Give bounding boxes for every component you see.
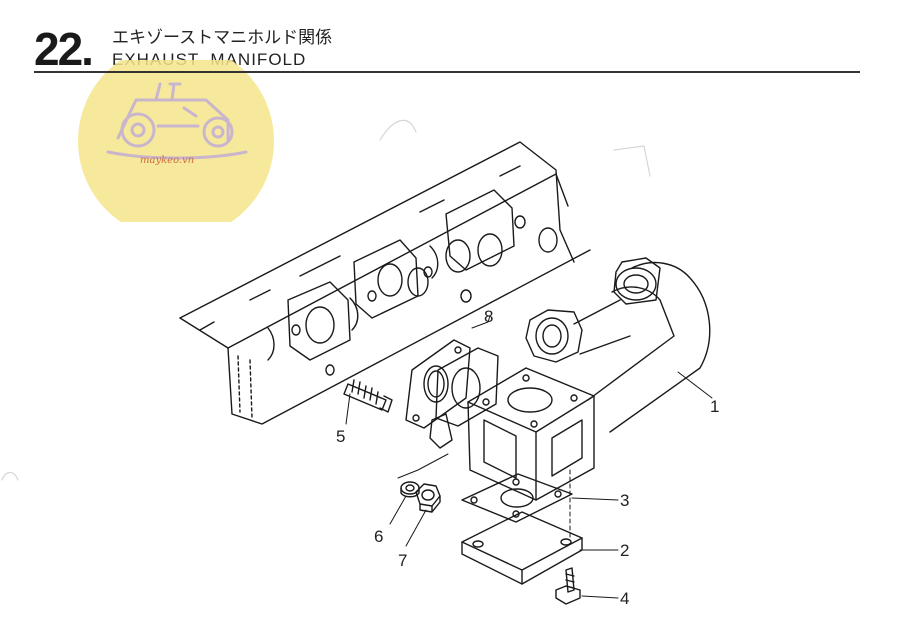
part-nut-7 (415, 483, 441, 513)
header-rule (34, 71, 860, 73)
callout-3[interactable]: 3 (620, 491, 630, 510)
callout-6[interactable]: 6 (374, 527, 384, 546)
part-flange-2 (461, 511, 583, 585)
part-washer-6 (400, 481, 420, 498)
part-stud-5 (343, 379, 393, 413)
cylinder-head-block (179, 141, 591, 425)
section-number: 22. (34, 23, 94, 75)
leader-lines (345, 315, 713, 599)
callout-1[interactable]: 1 (710, 397, 720, 416)
scan-artifacts (1, 119, 651, 481)
callout-5[interactable]: 5 (336, 427, 346, 446)
watermark-text: maykeo.vn (140, 155, 195, 166)
part-gasket-3 (461, 473, 573, 523)
title-japanese: エキゾーストマニホルド関係 (112, 28, 333, 48)
part-bolt-4 (555, 567, 581, 605)
tractor-logo-watermark (78, 60, 274, 222)
callout-4[interactable]: 4 (620, 589, 630, 608)
callout-7[interactable]: 7 (398, 551, 408, 570)
part-exhaust-manifold (429, 257, 711, 501)
part-gasket-8 (405, 339, 471, 429)
callout-8[interactable]: 8 (484, 307, 494, 326)
callout-2[interactable]: 2 (620, 541, 630, 560)
